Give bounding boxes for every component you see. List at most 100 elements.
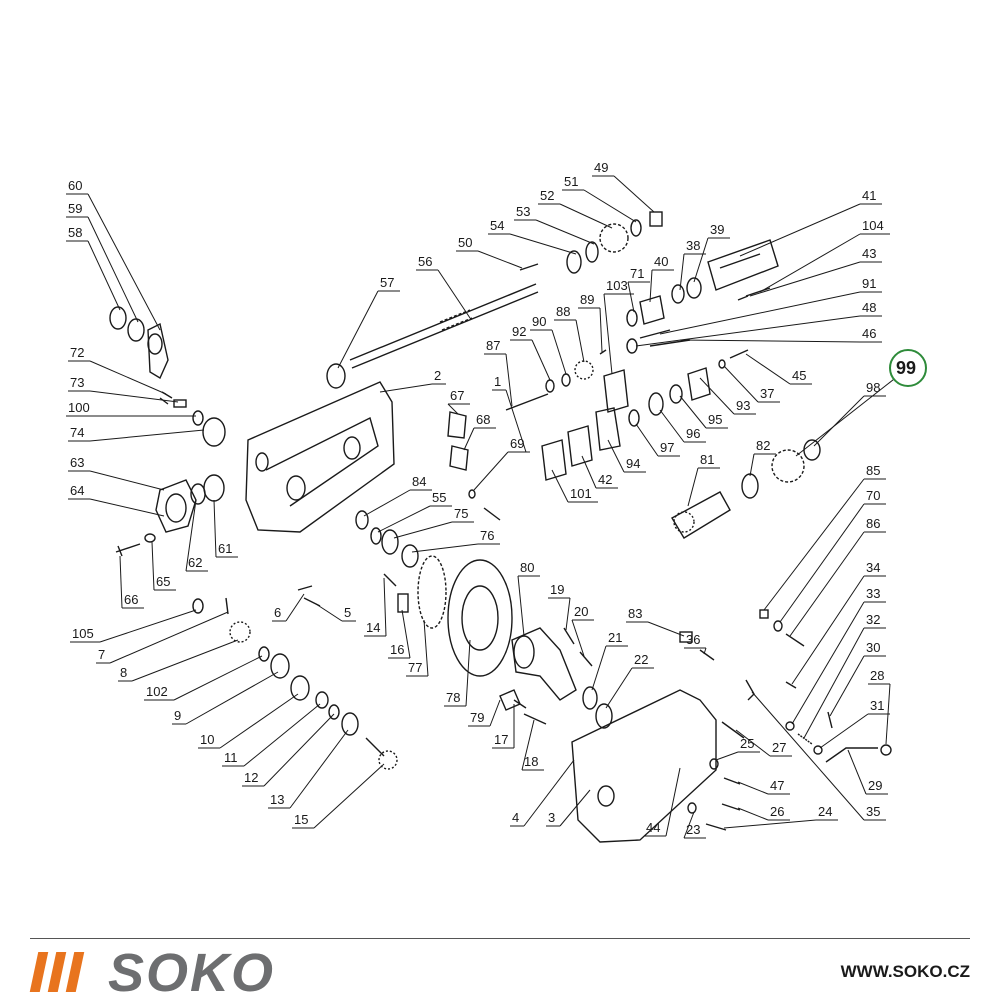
part-label-48[interactable]: 48	[862, 300, 876, 315]
part-label-14[interactable]: 14	[366, 620, 380, 635]
part-label-25[interactable]: 25	[740, 736, 754, 751]
part-label-54[interactable]: 54	[490, 218, 504, 233]
part-label-67[interactable]: 67	[450, 388, 464, 403]
part-label-64[interactable]: 64	[70, 483, 84, 498]
part-label-21[interactable]: 21	[608, 630, 622, 645]
part-label-69[interactable]: 69	[510, 436, 524, 451]
part-label-78[interactable]: 78	[446, 690, 460, 705]
part-label-44[interactable]: 44	[646, 820, 660, 835]
part-label-33[interactable]: 33	[866, 586, 880, 601]
part-label-22[interactable]: 22	[634, 652, 648, 667]
part-label-19[interactable]: 19	[550, 582, 564, 597]
part-label-4[interactable]: 4	[512, 810, 519, 825]
part-label-10[interactable]: 10	[200, 732, 214, 747]
part-label-87[interactable]: 87	[486, 338, 500, 353]
part-label-13[interactable]: 13	[270, 792, 284, 807]
part-label-97[interactable]: 97	[660, 440, 674, 455]
part-label-76[interactable]: 76	[480, 528, 494, 543]
part-label-59[interactable]: 59	[68, 201, 82, 216]
part-label-6[interactable]: 6	[274, 605, 281, 620]
part-label-16[interactable]: 16	[390, 642, 404, 657]
part-label-49[interactable]: 49	[594, 160, 608, 175]
part-label-17[interactable]: 17	[494, 732, 508, 747]
part-label-77[interactable]: 77	[408, 660, 422, 675]
part-label-15[interactable]: 15	[294, 812, 308, 827]
part-label-12[interactable]: 12	[244, 770, 258, 785]
part-label-37[interactable]: 37	[760, 386, 774, 401]
part-label-27[interactable]: 27	[772, 740, 786, 755]
part-label-58[interactable]: 58	[68, 225, 82, 240]
part-label-79[interactable]: 79	[470, 710, 484, 725]
part-label-18[interactable]: 18	[524, 754, 538, 769]
part-label-101[interactable]: 101	[570, 486, 592, 501]
part-label-39[interactable]: 39	[710, 222, 724, 237]
part-label-52[interactable]: 52	[540, 188, 554, 203]
part-label-91[interactable]: 91	[862, 276, 876, 291]
part-label-98[interactable]: 98	[866, 380, 880, 395]
part-label-60[interactable]: 60	[68, 178, 82, 193]
part-label-42[interactable]: 42	[598, 472, 612, 487]
part-label-1[interactable]: 1	[494, 374, 501, 389]
part-label-56[interactable]: 56	[418, 254, 432, 269]
part-label-62[interactable]: 62	[188, 555, 202, 570]
part-label-102[interactable]: 102	[146, 684, 168, 699]
part-label-81[interactable]: 81	[700, 452, 714, 467]
part-label-29[interactable]: 29	[868, 778, 882, 793]
part-label-66[interactable]: 66	[124, 592, 138, 607]
part-label-70[interactable]: 70	[866, 488, 880, 503]
part-label-30[interactable]: 30	[866, 640, 880, 655]
part-label-32[interactable]: 32	[866, 612, 880, 627]
part-label-34[interactable]: 34	[866, 560, 880, 575]
part-label-99[interactable]: 99	[896, 358, 916, 378]
part-label-31[interactable]: 31	[870, 698, 884, 713]
part-label-20[interactable]: 20	[574, 604, 588, 619]
part-label-35[interactable]: 35	[866, 804, 880, 819]
part-label-24[interactable]: 24	[818, 804, 832, 819]
part-label-41[interactable]: 41	[862, 188, 876, 203]
part-label-8[interactable]: 8	[120, 665, 127, 680]
part-label-83[interactable]: 83	[628, 606, 642, 621]
part-label-89[interactable]: 89	[580, 292, 594, 307]
part-label-72[interactable]: 72	[70, 345, 84, 360]
part-label-96[interactable]: 96	[686, 426, 700, 441]
part-label-104[interactable]: 104	[862, 218, 884, 233]
part-label-94[interactable]: 94	[626, 456, 640, 471]
part-label-11[interactable]: 11	[224, 750, 238, 765]
part-label-95[interactable]: 95	[708, 412, 722, 427]
part-label-90[interactable]: 90	[532, 314, 546, 329]
part-label-65[interactable]: 65	[156, 574, 170, 589]
part-label-51[interactable]: 51	[564, 174, 578, 189]
part-label-92[interactable]: 92	[512, 324, 526, 339]
part-label-63[interactable]: 63	[70, 455, 84, 470]
part-label-36[interactable]: 36	[686, 632, 700, 647]
part-label-86[interactable]: 86	[866, 516, 880, 531]
part-label-28[interactable]: 28	[870, 668, 884, 683]
part-label-53[interactable]: 53	[516, 204, 530, 219]
part-label-2[interactable]: 2	[434, 368, 441, 383]
part-label-5[interactable]: 5	[344, 605, 351, 620]
part-label-61[interactable]: 61	[218, 541, 232, 556]
part-label-46[interactable]: 46	[862, 326, 876, 341]
part-label-38[interactable]: 38	[686, 238, 700, 253]
part-label-47[interactable]: 47	[770, 778, 784, 793]
part-label-68[interactable]: 68	[476, 412, 490, 427]
part-label-71[interactable]: 71	[630, 266, 644, 281]
part-label-85[interactable]: 85	[866, 463, 880, 478]
part-label-105[interactable]: 105	[72, 626, 94, 641]
part-label-80[interactable]: 80	[520, 560, 534, 575]
part-label-75[interactable]: 75	[454, 506, 468, 521]
part-label-57[interactable]: 57	[380, 275, 394, 290]
part-label-103[interactable]: 103	[606, 278, 628, 293]
part-label-93[interactable]: 93	[736, 398, 750, 413]
part-label-43[interactable]: 43	[862, 246, 876, 261]
part-label-50[interactable]: 50	[458, 235, 472, 250]
part-label-40[interactable]: 40	[654, 254, 668, 269]
part-label-3[interactable]: 3	[548, 810, 555, 825]
part-label-9[interactable]: 9	[174, 708, 181, 723]
part-label-7[interactable]: 7	[98, 647, 105, 662]
part-label-88[interactable]: 88	[556, 304, 570, 319]
part-label-100[interactable]: 100	[68, 400, 90, 415]
part-label-73[interactable]: 73	[70, 375, 84, 390]
part-label-55[interactable]: 55	[432, 490, 446, 505]
part-label-84[interactable]: 84	[412, 474, 426, 489]
